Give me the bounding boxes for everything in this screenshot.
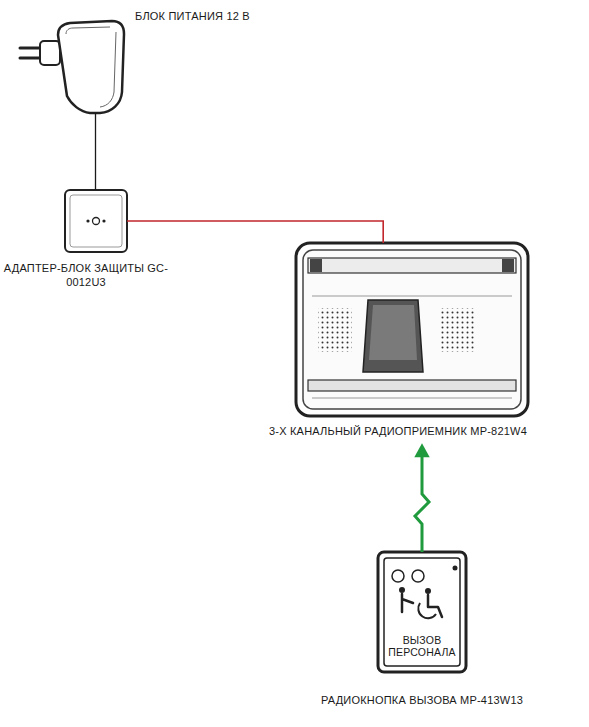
receiver-drawing (296, 243, 528, 416)
protection-block-drawing (65, 190, 127, 252)
device-label: РАДИОКНОПКА ВЫЗОВА MP-413W13 (300, 693, 544, 707)
connector-group (95, 113, 96, 190)
arrow-head (414, 443, 429, 457)
connector-group (127, 221, 383, 243)
device-label: АДАПТЕР-БЛОК ЗАЩИТЫ GC-0012U3 (3, 261, 169, 290)
connector (415, 452, 429, 552)
device-label: 3-Х КАНАЛЬНЫЙ РАДИОПРИЕМНИК MP-821W4 (250, 424, 546, 438)
call-button: ВЫЗОВ ПЕРСОНАЛАРАДИОКНОПКА ВЫЗОВА MP-413… (378, 552, 466, 672)
device-label: БЛОК ПИТАНИЯ 12 В (135, 9, 305, 23)
connector (95, 113, 96, 190)
power-supply: БЛОК ПИТАНИЯ 12 В (30, 20, 125, 115)
radio-receiver: 3-Х КАНАЛЬНЫЙ РАДИОПРИЕМНИК MP-821W4 (296, 243, 528, 416)
power-adapter-drawing (20, 21, 124, 113)
button-caption: ВЫЗОВ ПЕРСОНАЛА (382, 634, 462, 658)
connector (127, 221, 383, 243)
protection-block: АДАПТЕР-БЛОК ЗАЩИТЫ GC-0012U3 (65, 190, 127, 252)
connector-group (414, 443, 429, 552)
call-button-drawing (378, 552, 466, 672)
